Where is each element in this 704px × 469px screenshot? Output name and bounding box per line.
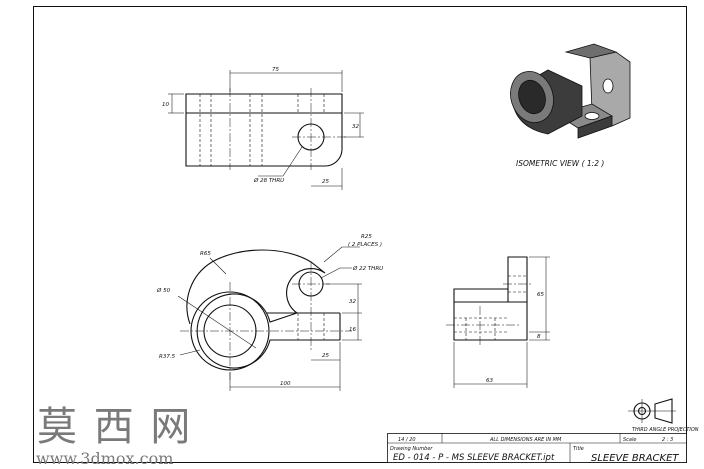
- leader-line: [179, 349, 201, 356]
- top-view-outline: [185, 93, 343, 167]
- title-block: 14 / 20 ALL DIMENSIONS ARE IN MM Scale 2…: [387, 433, 687, 464]
- leader-line: [258, 146, 303, 177]
- dim-front-radius-ears-note: ( 2 PLACES ): [348, 242, 382, 248]
- dim-top-edge: 25: [322, 179, 329, 185]
- tb-sheet: 14 / 20: [398, 437, 416, 443]
- side-view-outline: [453, 256, 528, 341]
- dim-side-height: 65: [537, 292, 544, 298]
- projection-label: THIRD ANGLE PROJECTION: [632, 427, 699, 433]
- iso-upright-top: [564, 43, 618, 59]
- watermark-url: www.3dmox.com: [36, 449, 173, 468]
- tb-scale-value: 2 : 3: [662, 437, 673, 443]
- watermark: 莫 西 网 www.3dmox.com: [36, 404, 192, 468]
- tb-scale-label: Scale: [623, 437, 636, 443]
- tb-title-label: Title: [573, 446, 584, 452]
- projection-symbol: THIRD ANGLE PROJECTION: [628, 398, 699, 433]
- sheet-border: [33, 6, 687, 463]
- title-block-frame: [387, 433, 687, 463]
- dim-top-length: 75: [272, 67, 279, 73]
- iso-base-front: [577, 115, 613, 139]
- tb-note: ALL DIMENSIONS ARE IN MM: [489, 437, 562, 443]
- leader-line: [209, 257, 227, 275]
- dim-front-offset: 32: [349, 299, 356, 305]
- dim-top-hole: Ø 28 THRU: [253, 177, 284, 184]
- dim-front-edge: 25: [322, 353, 329, 359]
- iso-caption: ISOMETRIC VIEW ( 1:2 ): [516, 159, 604, 168]
- dim-front-radius-large: R65: [200, 251, 211, 257]
- leader-line: [320, 267, 352, 279]
- dim-side-width: 63: [486, 378, 493, 384]
- isometric-view: ISOMETRIC VIEW ( 1:2 ): [510, 43, 631, 168]
- iso-bore: [518, 79, 546, 115]
- dim-front-thickness: 16: [349, 327, 356, 333]
- dim-front-length: 100: [280, 381, 291, 387]
- projection-cone: [654, 398, 673, 424]
- iso-upright-hole: [602, 78, 614, 94]
- dim-side-step: 8: [537, 334, 541, 340]
- top-view: 75 10 32 25 Ø 28 THRU: [162, 67, 364, 190]
- tb-drawing-number: ED - 014 - P - MS SLEEVE BRACKET.ipt: [393, 453, 555, 463]
- dim-front-radius-ears: R25: [361, 234, 372, 240]
- dim-front-bore: Ø 50: [156, 287, 171, 294]
- iso-base-hole: [584, 112, 600, 120]
- side-view: 65 8 63: [446, 256, 550, 388]
- front-view: Ø 50 R65 R25 ( 2 PLACES ) Ø 22 THRU R37.…: [156, 234, 383, 391]
- leader-line: [323, 246, 360, 263]
- tb-drawing-number-label: Drawing Number: [390, 446, 433, 452]
- dim-front-hole: Ø 22 THRU: [352, 265, 383, 272]
- dimension-line: [177, 295, 257, 349]
- dim-front-radius-boss: R37.5: [159, 354, 176, 360]
- tb-title: SLEEVE BRACKET: [591, 453, 679, 464]
- dim-top-offset: 32: [352, 124, 359, 130]
- dim-top-thickness: 10: [162, 102, 169, 108]
- watermark-chars: 莫 西 网: [37, 404, 192, 450]
